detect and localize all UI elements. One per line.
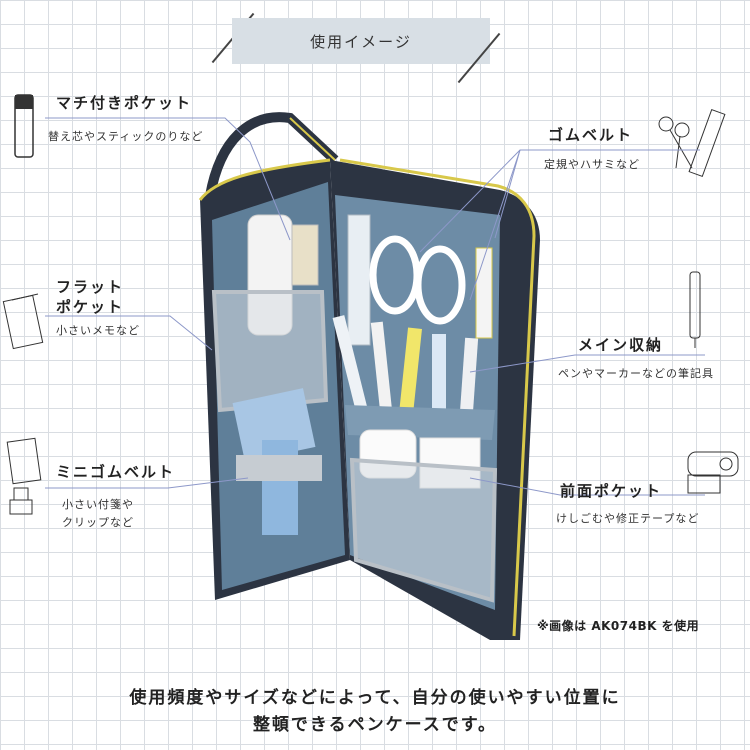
binder-clip-icon bbox=[9, 487, 33, 515]
callout-desc-front-pocket: けしごむや修正テープなど bbox=[556, 512, 700, 525]
callout-title-flat-pocket-1: フラット bbox=[56, 278, 125, 296]
callout-title-front-pocket: 前面ポケット bbox=[560, 482, 663, 500]
scissors-icon bbox=[658, 116, 693, 169]
callout-desc-main-storage: ペンやマーカーなどの筆記具 bbox=[558, 367, 714, 380]
ruler-icon bbox=[688, 108, 726, 178]
callout-title-gusset-pocket: マチ付きポケット bbox=[56, 94, 193, 112]
callout-title-flat-pocket-2: ポケット bbox=[56, 298, 125, 316]
section-title-text: 使用イメージ bbox=[310, 32, 412, 51]
callout-desc-flat-pocket: 小さいメモなど bbox=[56, 324, 140, 337]
callout-title-rubber-belt: ゴムベルト bbox=[548, 126, 634, 144]
callout-desc-mini-rubber-belt-1: 小さい付箋や bbox=[62, 498, 134, 511]
caption-line-2: 整頓できるペンケースです。 bbox=[252, 715, 498, 735]
correction-tape-icon bbox=[687, 451, 739, 477]
callout-title-main-storage: メイン収納 bbox=[578, 336, 664, 354]
pen-icon bbox=[689, 271, 701, 348]
glue-stick-icon bbox=[14, 94, 34, 158]
sticky-notes-icon bbox=[6, 437, 42, 485]
memo-pad-icon bbox=[2, 293, 44, 350]
callout-desc-gusset-pocket: 替え芯やスティックのりなど bbox=[48, 130, 204, 143]
caption-line-1: 使用頻度やサイズなどによって、自分の使いやすい位置に bbox=[129, 688, 621, 708]
product-note: ※画像は AK074BK を使用 bbox=[537, 619, 700, 633]
callout-title-mini-rubber-belt: ミニゴムベルト bbox=[56, 463, 176, 481]
eraser-icon bbox=[687, 474, 721, 494]
callout-desc-mini-rubber-belt-2: クリップなど bbox=[62, 516, 134, 529]
section-title: 使用イメージ bbox=[232, 18, 490, 64]
callout-lines bbox=[45, 117, 705, 496]
callout-desc-rubber-belt: 定規やハサミなど bbox=[544, 158, 640, 171]
